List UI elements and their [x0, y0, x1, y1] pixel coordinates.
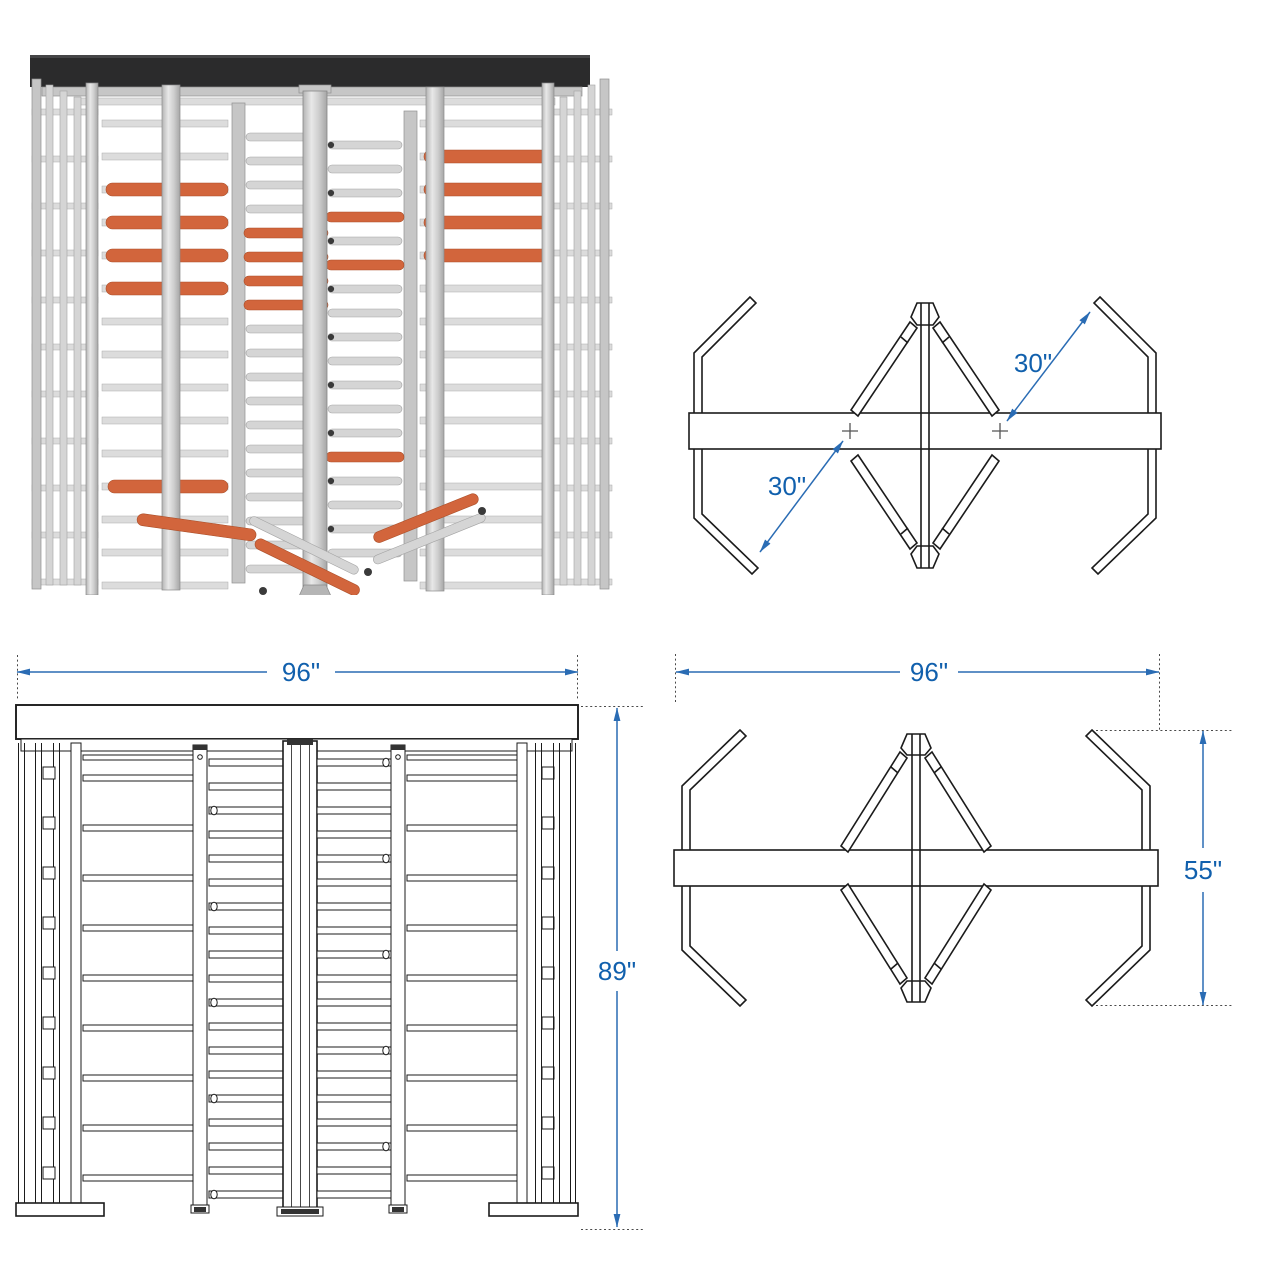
dim-96-width: 96" [675, 654, 1160, 730]
elevation-panel: 96" [15, 655, 645, 1245]
rotor-plan-panel: 30" 30" [688, 293, 1162, 578]
right-guide-post [388, 744, 408, 1214]
right-wing-barrier [1090, 295, 1157, 576]
center-column [298, 84, 332, 595]
left-barrier-wall [101, 84, 229, 591]
rotor-column-and-arms [839, 733, 993, 1003]
right-end-cage [488, 742, 579, 1217]
center-rotor-column [276, 739, 324, 1217]
dim-30-left: 30" [759, 440, 844, 553]
rotor-column-and-arms [849, 302, 1001, 569]
dim-label-30-left: 30" [768, 471, 806, 501]
footprint-plan-panel: 96" 55" [672, 652, 1260, 1012]
center-channel [688, 412, 1162, 450]
turnstile-photo-illustration [30, 55, 613, 595]
dim-30-right: 30" [1006, 311, 1091, 422]
left-wing-barrier [681, 728, 748, 1008]
footprint-plan-drawing: 96" 55" [673, 654, 1232, 1008]
dim-label-width: 96" [910, 657, 948, 687]
rotor-center-marks [842, 423, 1008, 439]
canopy-header [15, 704, 579, 752]
left-end-cage [15, 742, 105, 1217]
center-channel [673, 849, 1159, 887]
dim-label-height: 89" [598, 956, 636, 986]
left-end-cage [31, 78, 99, 595]
left-wall-rails [82, 754, 194, 1182]
dim-label-depth: 55" [1184, 855, 1222, 885]
dim-label-30-right: 30" [1014, 348, 1052, 378]
elevation-drawing: 96" [15, 655, 644, 1230]
right-rotor [325, 110, 418, 582]
floor-rotor-bars [136, 493, 486, 595]
left-guide-post [190, 744, 210, 1214]
right-wing-barrier [1084, 728, 1151, 1008]
rotor-plan-drawing: 30" 30" [688, 295, 1162, 576]
left-wing-barrier [693, 295, 760, 576]
right-rotor-bars [316, 757, 392, 1199]
left-rotor-bars [208, 758, 284, 1200]
dim-label-width: 96" [282, 657, 320, 687]
right-wall-rails [406, 754, 518, 1182]
dim-89-height: 89" [581, 706, 644, 1230]
right-barrier-wall [419, 86, 551, 592]
product-photo-panel [20, 45, 620, 595]
dim-96-width: 96" [16, 655, 579, 699]
dim-55-depth: 55" [1096, 730, 1232, 1006]
right-end-cage [541, 78, 613, 595]
